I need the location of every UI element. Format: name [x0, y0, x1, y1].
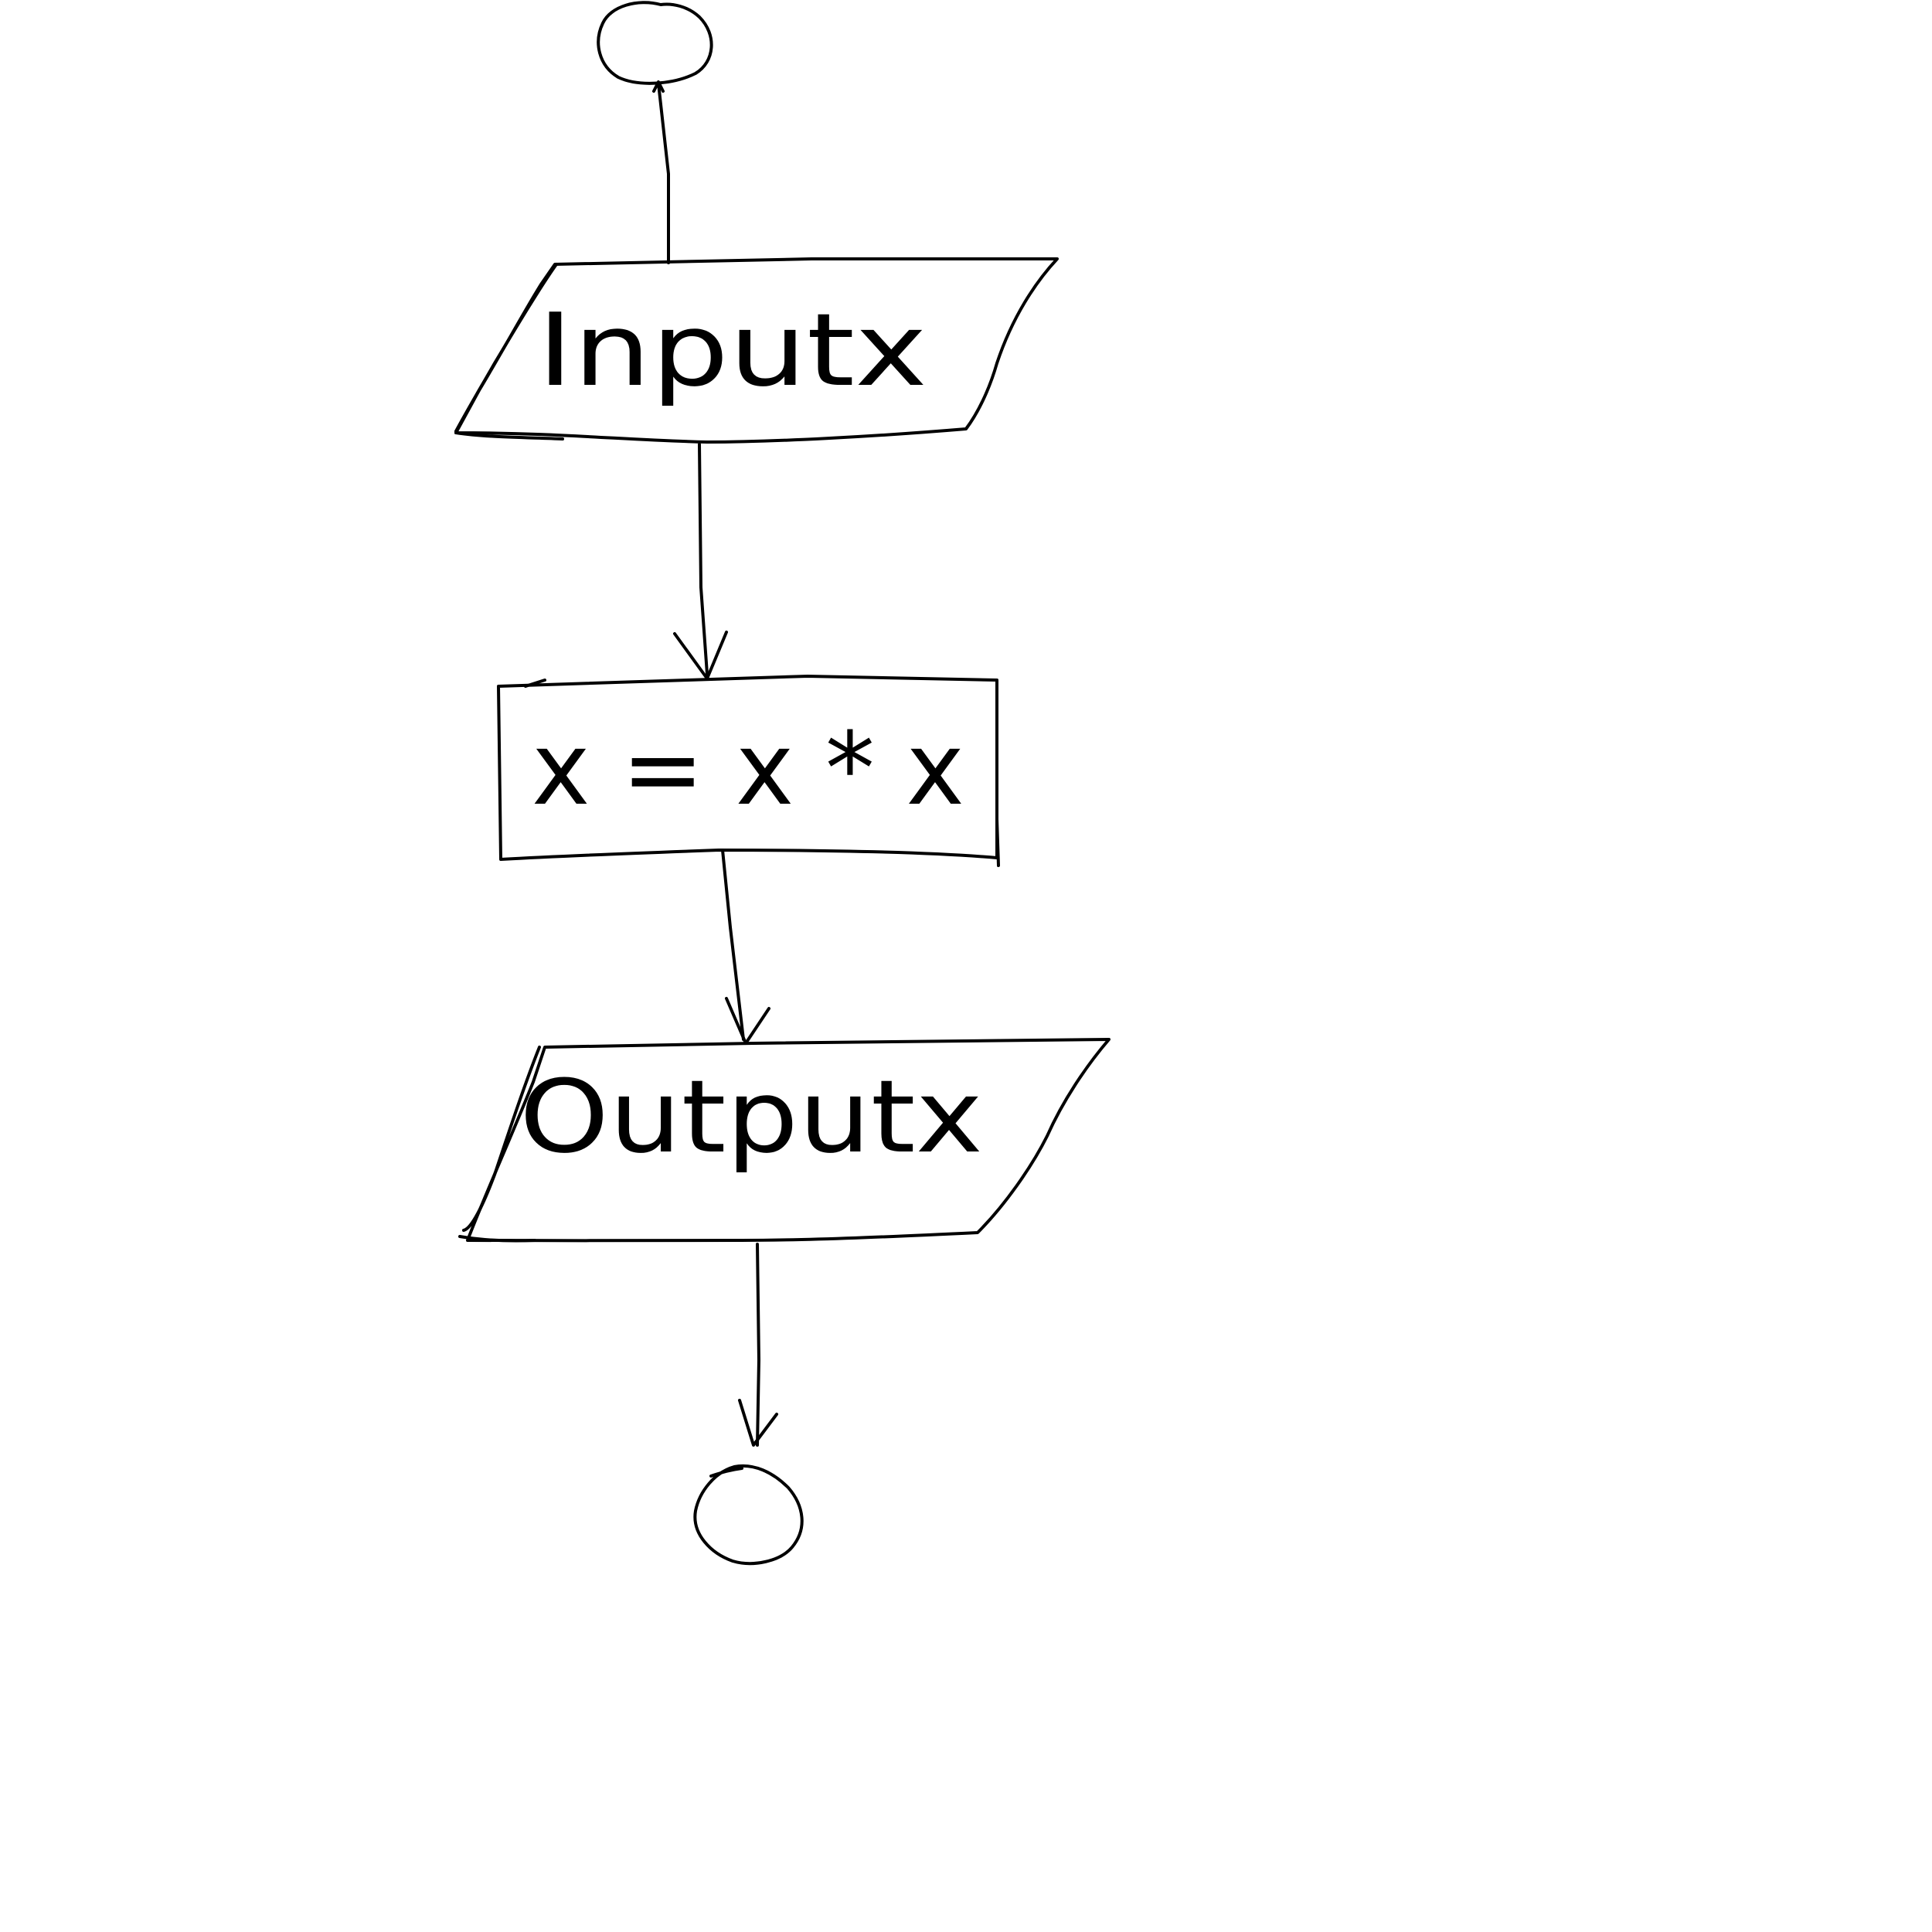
- process-top-tick: [524, 679, 546, 688]
- output-label: Outputx: [519, 1058, 983, 1175]
- arrowhead-start: [652, 80, 665, 93]
- start-terminal: [597, 1, 713, 85]
- arrow-input-to-process: [698, 443, 709, 675]
- end-terminal-inner-stroke: [709, 1467, 743, 1478]
- process-right-tick: [995, 818, 1000, 867]
- process-rectangle: [497, 675, 998, 861]
- output-parallelogram: [466, 1038, 1111, 1243]
- output-left-edge: [462, 1046, 541, 1232]
- arrowhead-end: [738, 1399, 778, 1447]
- arrowhead-process: [673, 631, 728, 680]
- input-left-edge: [454, 263, 558, 433]
- arrow-process-to-output: [721, 849, 745, 1041]
- arrow-input-to-start: [657, 82, 670, 264]
- input-label: Inputx: [537, 291, 927, 409]
- process-label: x = x * x: [532, 710, 964, 828]
- end-terminal: [693, 1464, 804, 1566]
- arrow-output-to-end: [756, 1243, 760, 1447]
- output-bottom-tick: [458, 1235, 536, 1243]
- arrowhead-output: [725, 997, 770, 1045]
- input-bottom-tick: [454, 431, 564, 440]
